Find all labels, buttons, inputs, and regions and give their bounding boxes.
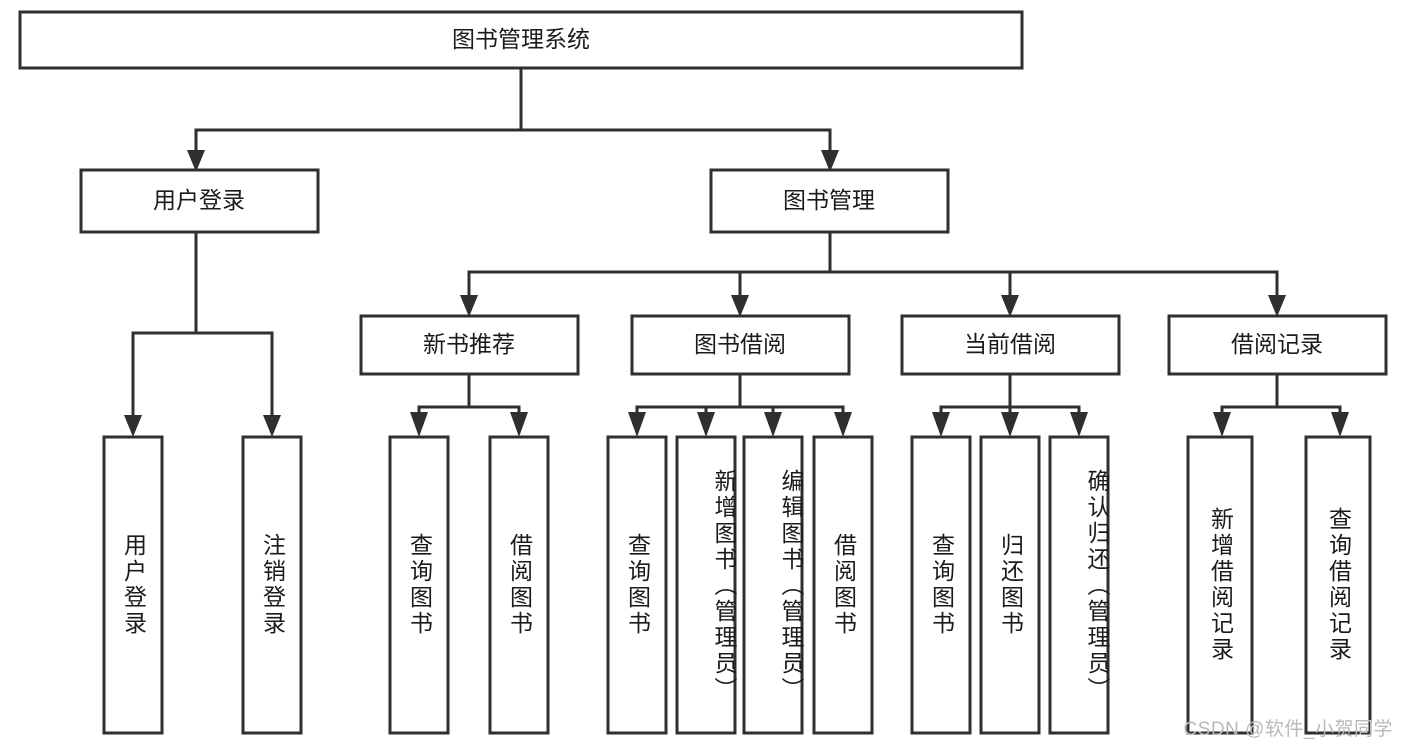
node-user-login-box[interactable] bbox=[79, 168, 320, 234]
leaf-label-borrow-book-1: 借阅图书 bbox=[506, 533, 533, 637]
leaf-box-group bbox=[102, 435, 1372, 735]
leaf-label-add-record: 新增借阅记录 bbox=[1207, 507, 1234, 663]
leaf-box-edit-book[interactable] bbox=[742, 435, 804, 735]
arrow-head-leaf-return-book bbox=[1001, 412, 1019, 437]
node-book-borrow-label: 图书借阅 bbox=[694, 331, 786, 357]
leaf-box-confirm-return[interactable] bbox=[1048, 435, 1110, 735]
node-borrow-record-box[interactable] bbox=[1167, 314, 1388, 376]
leaf-label-borrow-book-2: 借阅图书 bbox=[830, 533, 857, 637]
leaf-box-borrow-book-1[interactable] bbox=[488, 435, 550, 735]
node-book-manage[interactable]: 图书管理 bbox=[709, 168, 950, 234]
arrow-head-leaf-edit-book bbox=[764, 412, 782, 437]
node-new-book-rec-box[interactable] bbox=[359, 314, 580, 376]
node-user-login-label: 用户登录 bbox=[153, 187, 245, 213]
node-root[interactable]: 图书管理系统 bbox=[18, 10, 1024, 70]
node-current-borrow-box[interactable] bbox=[900, 314, 1121, 376]
node-book-borrow-box[interactable] bbox=[630, 314, 851, 376]
arrow-head-leaf-add-book bbox=[697, 412, 715, 437]
node-root-box[interactable] bbox=[18, 10, 1024, 70]
leaf-box-return-book[interactable] bbox=[979, 435, 1041, 735]
node-user-login[interactable]: 用户登录 bbox=[79, 168, 320, 234]
node-current-borrow-label: 当前借阅 bbox=[964, 331, 1056, 357]
leaf-box-query-book-1[interactable] bbox=[388, 435, 450, 735]
connector-group bbox=[124, 66, 1349, 437]
leaf-label-add-book: 新增图书（管理员） bbox=[711, 469, 737, 703]
arrow-head-leaf-add-record bbox=[1213, 412, 1231, 437]
leaf-box-query-record[interactable] bbox=[1304, 435, 1372, 735]
leaf-label-user-logout: 注销登录 bbox=[259, 533, 286, 637]
arrow-head-user-login bbox=[187, 150, 205, 172]
arrow-head-leaf-user-logout bbox=[263, 415, 281, 437]
leaf-box-user-logout[interactable] bbox=[241, 435, 303, 735]
arrow-head-leaf-confirm-return bbox=[1070, 412, 1088, 437]
arrow-head-leaf-query-book-3 bbox=[932, 412, 950, 437]
arrow-head-leaf-borrow-book-2 bbox=[834, 412, 852, 437]
node-root-label: 图书管理系统 bbox=[452, 26, 590, 52]
leaf-label-query-book-2: 查询图书 bbox=[624, 533, 651, 637]
leaf-box-query-book-3[interactable] bbox=[910, 435, 972, 735]
leaf-box-user-login[interactable] bbox=[102, 435, 164, 735]
arrow-head-leaf-query-book-1 bbox=[410, 412, 428, 437]
arrow-head-book-manage bbox=[821, 150, 839, 172]
arrow-head-leaf-borrow-book-1 bbox=[510, 412, 528, 437]
leaf-label-query-record: 查询借阅记录 bbox=[1325, 507, 1352, 663]
node-new-book-rec-label: 新书推荐 bbox=[423, 331, 515, 357]
arrow-head-current-borrow bbox=[1001, 295, 1019, 317]
leaf-label-return-book: 归还图书 bbox=[997, 533, 1024, 637]
leaf-label-confirm-return: 确认归还（管理员） bbox=[1084, 469, 1110, 703]
leaf-box-borrow-book-2[interactable] bbox=[812, 435, 874, 735]
node-borrow-record-label: 借阅记录 bbox=[1231, 331, 1323, 357]
arrow-head-leaf-user-login bbox=[124, 415, 142, 437]
arrow-head-book-borrow bbox=[731, 295, 749, 317]
leaf-box-query-book-2[interactable] bbox=[606, 435, 668, 735]
arrow-head-leaf-query-book-2 bbox=[628, 412, 646, 437]
leaf-box-add-book[interactable] bbox=[675, 435, 737, 735]
leaf-label-query-book-3: 查询图书 bbox=[928, 533, 955, 637]
node-book-manage-label: 图书管理 bbox=[783, 187, 875, 213]
leaf-label-edit-book: 编辑图书（管理员） bbox=[778, 469, 804, 703]
node-book-borrow[interactable]: 图书借阅 bbox=[630, 314, 851, 376]
arrow-head-borrow-record bbox=[1268, 295, 1286, 317]
watermark-text: CSDN @软件_小贺同学 bbox=[1183, 719, 1393, 740]
leaf-box-add-record[interactable] bbox=[1186, 435, 1254, 735]
arrow-head-new-book-rec bbox=[460, 295, 478, 317]
node-borrow-record[interactable]: 借阅记录 bbox=[1167, 314, 1388, 376]
node-book-manage-box[interactable] bbox=[709, 168, 950, 234]
arrow-head-leaf-query-record bbox=[1331, 412, 1349, 437]
node-new-book-rec[interactable]: 新书推荐 bbox=[359, 314, 580, 376]
leaf-label-query-book-1: 查询图书 bbox=[406, 533, 433, 637]
node-current-borrow[interactable]: 当前借阅 bbox=[900, 314, 1121, 376]
leaf-label-user-login: 用户登录 bbox=[120, 533, 147, 637]
